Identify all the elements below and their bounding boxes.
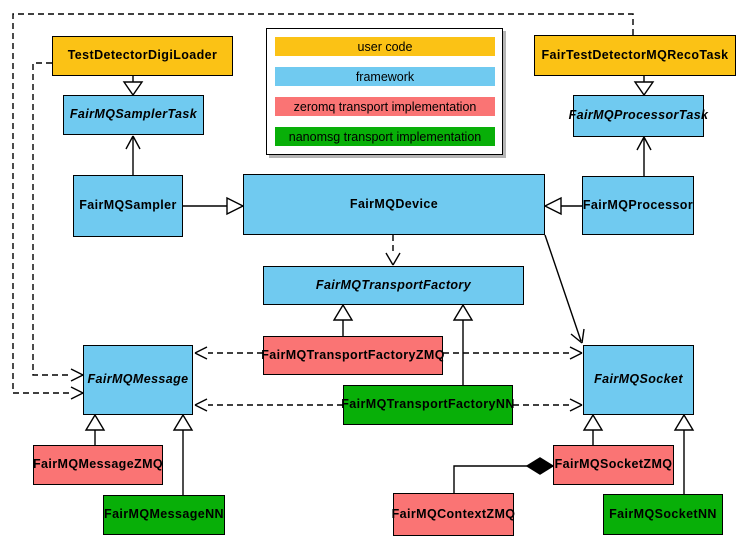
node-fairmqprocessor: FairMQProcessor <box>582 176 694 235</box>
edge-sampler-to-samplertask <box>125 135 141 175</box>
node-fairmqtransportfactoryzmq: FairMQTransportFactoryZMQ <box>261 336 444 375</box>
legend-item-user-code: user code <box>275 37 495 56</box>
node-fairmqsamplertask: FairMQSamplerTask <box>63 95 204 135</box>
node-fairmqmessagezmq: FairMQMessageZMQ <box>33 445 163 485</box>
node-fairmqdevice: FairMQDevice <box>243 174 545 235</box>
edge-processor-to-device <box>543 196 582 216</box>
node-fairmqtransportfactorynn: FairMQTransportFactoryNN <box>341 385 514 425</box>
legend-item-nanomsg: nanomsg transport implementation <box>275 127 495 146</box>
edge-messagenn-to-message <box>172 413 194 495</box>
node-fairmqmessage: FairMQMessage <box>83 345 193 415</box>
edge-factorynn-to-message <box>194 398 343 412</box>
edge-factorynn-to-socket <box>513 398 583 412</box>
legend-item-zeromq: zeromq transport implementation <box>275 97 495 116</box>
edge-factoryzmq-to-factory <box>332 303 354 336</box>
edge-factoryzmq-to-socket <box>443 346 583 360</box>
edge-factoryzmq-to-message <box>194 346 263 360</box>
node-fairtestdetectormqrecotask: FairTestDetectorMQRecoTask <box>534 35 736 76</box>
node-fairmqtransportfactory: FairMQTransportFactory <box>263 266 524 305</box>
node-fairmqsampler: FairMQSampler <box>73 175 183 237</box>
legend-item-framework: framework <box>275 67 495 86</box>
node-fairmqcontextzmq: FairMQContextZMQ <box>392 493 515 536</box>
edge-recotask-to-message <box>12 13 634 400</box>
edge-device-to-socket <box>544 234 585 344</box>
node-fairmqsocketzmq: FairMQSocketZMQ <box>553 445 674 485</box>
edge-sampler-to-device <box>183 196 245 216</box>
edge-socketzmq-to-socket <box>582 413 604 445</box>
node-testdetectordigiloader: TestDetectorDigiLoader <box>52 36 233 76</box>
edge-socketnn-to-socket <box>673 413 695 494</box>
node-fairmqmessagenn: FairMQMessageNN <box>103 495 225 535</box>
node-fairmqsocket: FairMQSocket <box>583 345 694 415</box>
edge-factorynn-to-factory <box>452 303 474 385</box>
legend: user code framework zeromq transport imp… <box>266 28 503 155</box>
edge-processor-to-processortask <box>636 136 652 176</box>
edge-device-to-transportfactory <box>385 235 401 266</box>
edge-digiloader-to-samplertask <box>122 76 144 97</box>
edge-digiloader-to-message <box>32 62 84 382</box>
edge-recotask-to-processortask <box>633 76 655 97</box>
edge-messagezmq-to-message <box>84 413 106 445</box>
node-fairmqsocketnn: FairMQSocketNN <box>603 494 723 535</box>
node-fairmqprocessortask: FairMQProcessorTask <box>569 95 708 137</box>
edge-socketzmq-contextzmq-composition <box>453 457 555 493</box>
